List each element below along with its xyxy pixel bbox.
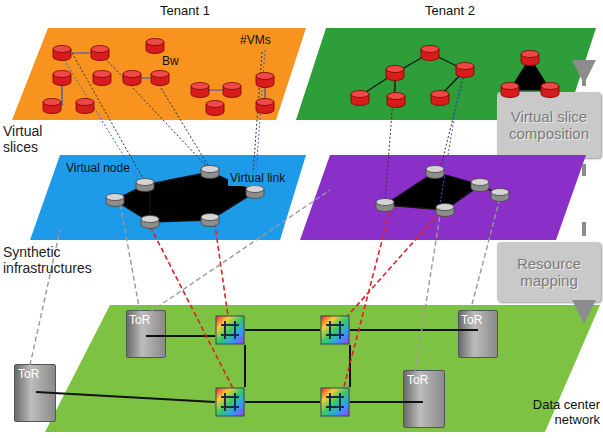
tor-server: ToR bbox=[403, 370, 445, 428]
plane-outline bbox=[30, 155, 306, 240]
node-label: Bw bbox=[160, 55, 181, 69]
tor-server: ToR bbox=[458, 310, 498, 358]
node-label: ToR bbox=[129, 314, 150, 328]
node-label: Tenant 2 bbox=[405, 4, 495, 19]
substrate-plane: Virtual nodeVirtual link bbox=[30, 155, 306, 241]
node-label: Virtual node bbox=[64, 162, 132, 176]
node-label: Data center network bbox=[530, 398, 600, 428]
process-box: Resource mapping bbox=[497, 242, 601, 302]
node-label: Virtual link bbox=[228, 172, 287, 186]
node-label: Resource mapping bbox=[499, 255, 599, 290]
layer-label: Virtual slices bbox=[3, 123, 65, 155]
node-label: ToR bbox=[407, 374, 428, 388]
tor-server: ToR bbox=[126, 310, 166, 358]
plane-outline bbox=[12, 28, 306, 120]
node-label: Virtual slice composition bbox=[499, 108, 599, 143]
plane-shape bbox=[8, 2, 308, 122]
tenant-plane: Tenant 1 Bw #VMs bbox=[8, 2, 308, 122]
datacenter-plane: Data center networkToRToRToRToR bbox=[45, 305, 603, 438]
process-box: Virtual slice composition bbox=[497, 92, 601, 158]
node-label: ToR bbox=[461, 314, 482, 328]
plane-outline bbox=[45, 305, 600, 432]
node-label: Tenant 1 bbox=[140, 4, 230, 19]
node-label: ToR bbox=[18, 368, 39, 382]
node-label: #VMs bbox=[238, 34, 273, 48]
substrate-plane bbox=[300, 155, 586, 240]
layer-label: Synthetic infrastructures bbox=[3, 244, 113, 276]
tor-server: ToR bbox=[14, 364, 56, 422]
